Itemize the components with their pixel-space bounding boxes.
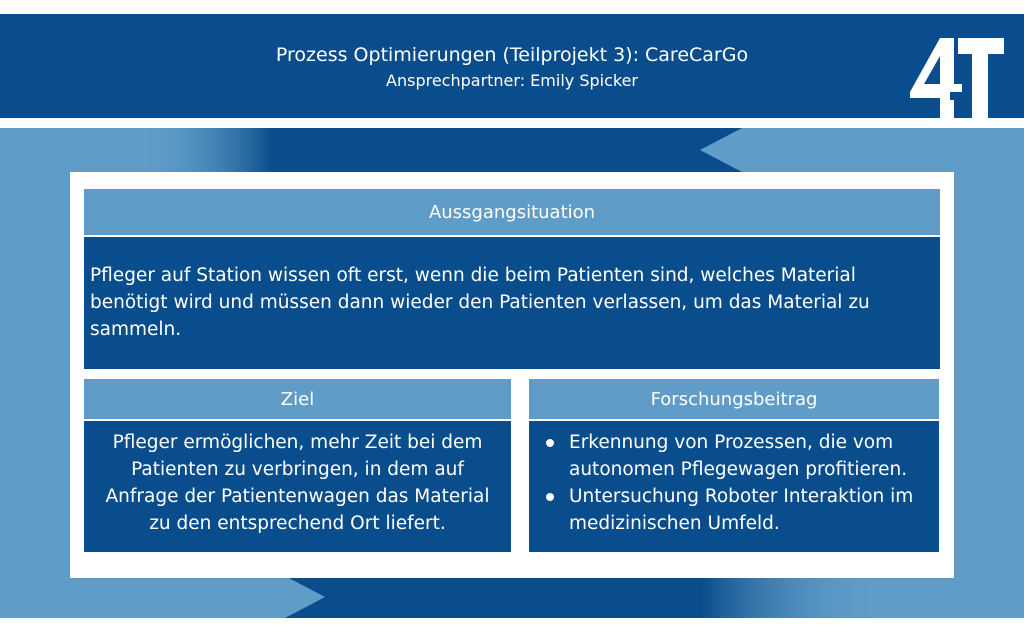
list-item-text: Untersuchung Roboter Interaktion im medi… (569, 486, 914, 534)
situation-heading: Aussgangsituation (84, 189, 940, 235)
list-item: Untersuchung Roboter Interaktion im medi… (543, 483, 933, 537)
header-banner: Prozess Optimierungen (Teilprojekt 3): C… (0, 14, 1024, 118)
forschungsbeitrag-panel: Erkennung von Prozessen, die vom autonom… (529, 421, 939, 552)
top-arrow-decoration (140, 128, 742, 172)
page-title: Prozess Optimierungen (Teilprojekt 3): C… (275, 44, 749, 66)
ziel-panel: Pfleger ermöglichen, mehr Zeit bei dem P… (84, 421, 511, 552)
list-item: Erkennung von Prozessen, die vom autonom… (543, 429, 933, 483)
4t-logo (910, 38, 1004, 118)
situation-text: Pfleger auf Station wissen oft erst, wen… (90, 265, 870, 340)
ziel-heading: Ziel (84, 379, 511, 419)
forschungsbeitrag-heading: Forschungsbeitrag (529, 379, 939, 419)
contact-person: Ansprechpartner: Emily Spicker (386, 71, 638, 90)
bottom-arrow-decoration (285, 576, 880, 618)
situation-panel: Pfleger auf Station wissen oft erst, wen… (84, 237, 940, 369)
content-card: Aussgangsituation Pfleger auf Station wi… (70, 172, 954, 578)
bullet-icon (546, 439, 554, 447)
list-item-text: Erkennung von Prozessen, die vom autonom… (569, 432, 908, 480)
bullet-icon (546, 493, 554, 501)
ziel-text: Pfleger ermöglichen, mehr Zeit bei dem P… (105, 432, 490, 534)
forschungsbeitrag-list: Erkennung von Prozessen, die vom autonom… (543, 429, 933, 537)
